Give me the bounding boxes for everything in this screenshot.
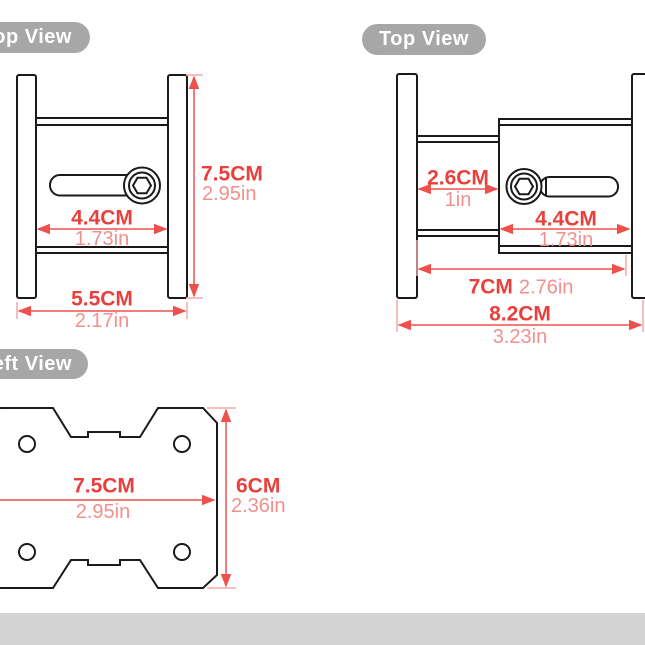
dim-label-cm: 2.6CM <box>427 166 489 190</box>
slot-shape <box>539 176 619 198</box>
dim-label-cm: 7CM <box>468 275 513 299</box>
dim-label-inch: 2.17in <box>74 310 130 332</box>
dim-label-cm: 7.5CM <box>201 162 263 186</box>
top-view-right-dimensions <box>396 183 644 332</box>
mount-hole <box>173 543 191 561</box>
dim-label-inch: 2.95in <box>75 501 131 523</box>
mount-hole <box>173 435 191 453</box>
mount-hole <box>18 435 36 453</box>
dim-label-cm: 5.5CM <box>71 287 133 311</box>
mount-hole <box>18 543 36 561</box>
dim-label-inch: 2.76in <box>518 276 574 299</box>
left-view-dimensions <box>0 407 236 589</box>
dim-label-inch: 2.36in <box>231 495 286 517</box>
dim-label-inch: 1.73in <box>74 228 130 250</box>
dim-label-cm: 6CM <box>236 474 281 498</box>
dim-label-inch: 2.95in <box>202 183 257 205</box>
left-view-drawing <box>0 407 218 589</box>
view-badge-top-left: Top View <box>0 22 90 53</box>
top-view-left-dimensions <box>16 74 203 319</box>
footer-band <box>0 613 645 645</box>
plate-outline <box>0 407 218 589</box>
dim-label-cm: 8.2CM <box>489 302 551 326</box>
top-view-left-drawing <box>16 74 188 299</box>
dim-label-cm: 4.4CM <box>71 206 133 230</box>
dim-label-inch: 1in <box>444 189 472 211</box>
dim-label-cm: 4.4CM <box>535 207 597 231</box>
dim-label-inch: 3.23in <box>492 326 548 348</box>
view-badge-bottom-left: Left View <box>0 349 88 379</box>
hex-bolt-icon <box>505 168 543 205</box>
hex-bolt-icon <box>123 166 161 205</box>
dim-label-cm: 7.5CM <box>73 474 135 498</box>
dim-label-inch: 1.73in <box>538 229 594 251</box>
view-badge-top-right: Top View <box>362 24 486 55</box>
